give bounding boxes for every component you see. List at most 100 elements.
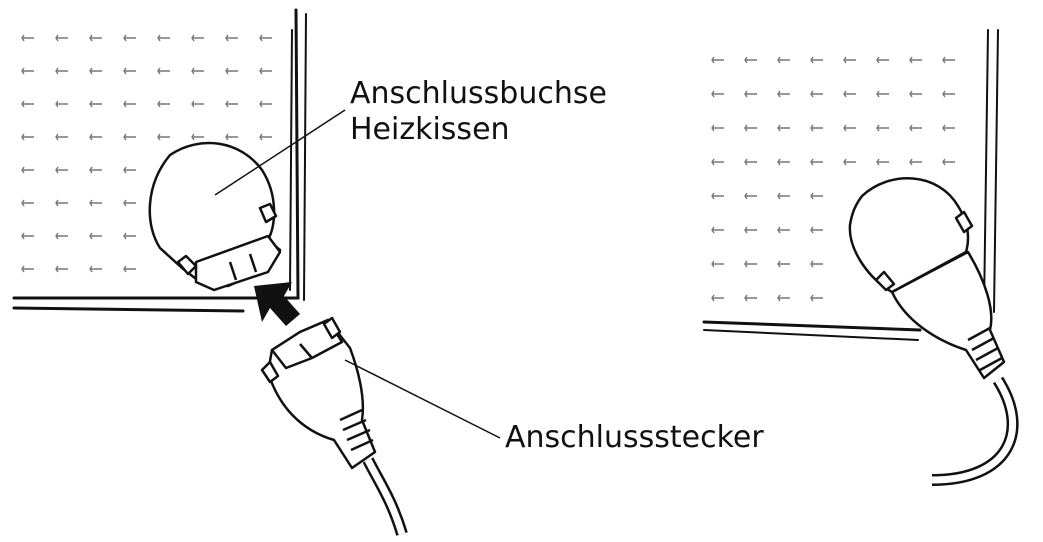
stitch-mark xyxy=(55,67,68,75)
stitch-mark xyxy=(744,226,757,234)
connected-socket-body xyxy=(848,177,970,294)
stitch-mark xyxy=(89,100,102,108)
stitch-mark xyxy=(157,100,170,108)
stitch-mark xyxy=(810,260,823,268)
connected-ridge-2 xyxy=(971,336,995,352)
insert-direction-arrow-icon xyxy=(254,282,300,326)
stitch-mark xyxy=(123,133,136,141)
stitch-mark xyxy=(876,124,889,132)
stitch-mark xyxy=(21,166,34,174)
stitch-mark xyxy=(225,34,238,42)
stitch-mark xyxy=(259,133,272,141)
plug-pin-divider xyxy=(299,343,313,359)
stitch-mark xyxy=(909,158,922,166)
plug-cable-inner xyxy=(364,458,406,535)
stitch-mark xyxy=(810,192,823,200)
stitch-mark xyxy=(777,56,790,64)
stitch-mark xyxy=(810,90,823,98)
stitch-mark xyxy=(191,67,204,75)
stitch-mark xyxy=(191,100,204,108)
stitch-mark xyxy=(157,67,170,75)
connected-cable-inner xyxy=(931,378,1017,484)
stitch-mark xyxy=(55,199,68,207)
stitch-mark xyxy=(810,158,823,166)
stitch-mark xyxy=(843,90,856,98)
stitch-mark xyxy=(777,260,790,268)
stitch-mark xyxy=(21,265,34,273)
socket-label: Anschlussbuchse Heizkissen xyxy=(350,76,607,148)
stitch-mark xyxy=(744,90,757,98)
stitch-mark xyxy=(711,294,724,302)
stitch-mark xyxy=(21,100,34,108)
plug-ridge-3 xyxy=(346,428,371,442)
plug-ridge-2 xyxy=(342,418,367,432)
stitch-mark xyxy=(123,34,136,42)
stitch-mark xyxy=(843,56,856,64)
socket-label-line1: Anschlussbuchse xyxy=(350,76,607,111)
connected-tab-right xyxy=(954,210,974,234)
stitch-mark xyxy=(942,124,955,132)
stitch-mark xyxy=(89,265,102,273)
plug-label: Anschlussstecker xyxy=(505,420,764,455)
left-pad-outer-edge xyxy=(12,8,300,300)
stitch-mark xyxy=(744,192,757,200)
connected-cable xyxy=(931,376,1019,486)
stitch-mark xyxy=(55,166,68,174)
stitch-mark xyxy=(810,124,823,132)
stitch-mark xyxy=(225,133,238,141)
socket-slot-b xyxy=(248,253,258,273)
stitch-mark xyxy=(89,199,102,207)
socket-drawing xyxy=(148,141,282,292)
socket-leader-line xyxy=(214,109,346,196)
stitch-mark xyxy=(744,124,757,132)
stitch-mark xyxy=(777,226,790,234)
stitch-mark xyxy=(711,226,724,234)
stitch-mark xyxy=(777,158,790,166)
socket-tab-right xyxy=(258,202,278,224)
stitch-mark xyxy=(711,124,724,132)
stitch-mark xyxy=(89,232,102,240)
socket-tab-left xyxy=(176,254,198,276)
plug-tab-right xyxy=(322,316,342,340)
connected-assembly xyxy=(848,177,1019,486)
stitch-mark xyxy=(711,56,724,64)
stitch-mark xyxy=(909,90,922,98)
stitch-mark xyxy=(744,158,757,166)
plug-tab-left xyxy=(260,360,280,384)
stitch-mark xyxy=(843,124,856,132)
stitch-mark xyxy=(157,34,170,42)
stitch-mark xyxy=(777,192,790,200)
left-pad-inner-side xyxy=(289,29,293,291)
stitch-mark xyxy=(744,260,757,268)
stitch-mark xyxy=(89,166,102,174)
right-pad-stitch-pattern xyxy=(711,56,955,302)
stitch-mark xyxy=(810,56,823,64)
socket-label-line2: Heizkissen xyxy=(350,112,510,147)
stitch-mark xyxy=(876,56,889,64)
stitch-mark xyxy=(191,34,204,42)
socket-cap xyxy=(194,234,282,292)
stitch-mark xyxy=(942,90,955,98)
stitch-mark xyxy=(123,232,136,240)
stitch-mark xyxy=(55,265,68,273)
right-heating-pad xyxy=(702,29,999,341)
left-pad-inner-edge xyxy=(12,306,245,313)
plug-ridge-1 xyxy=(339,408,363,422)
stitch-mark xyxy=(711,192,724,200)
stitch-mark xyxy=(777,90,790,98)
stitch-mark xyxy=(225,67,238,75)
stitch-mark xyxy=(259,100,272,108)
stitch-mark xyxy=(777,294,790,302)
stitch-mark xyxy=(810,226,823,234)
stitch-mark xyxy=(711,158,724,166)
stitch-mark xyxy=(21,199,34,207)
left-pad-side-edge xyxy=(303,13,307,301)
stitch-mark xyxy=(157,133,170,141)
stitch-mark xyxy=(123,265,136,273)
stitch-mark xyxy=(89,133,102,141)
plug-head xyxy=(270,318,344,370)
stitch-mark xyxy=(123,67,136,75)
stitch-mark xyxy=(55,133,68,141)
stitch-mark xyxy=(909,124,922,132)
